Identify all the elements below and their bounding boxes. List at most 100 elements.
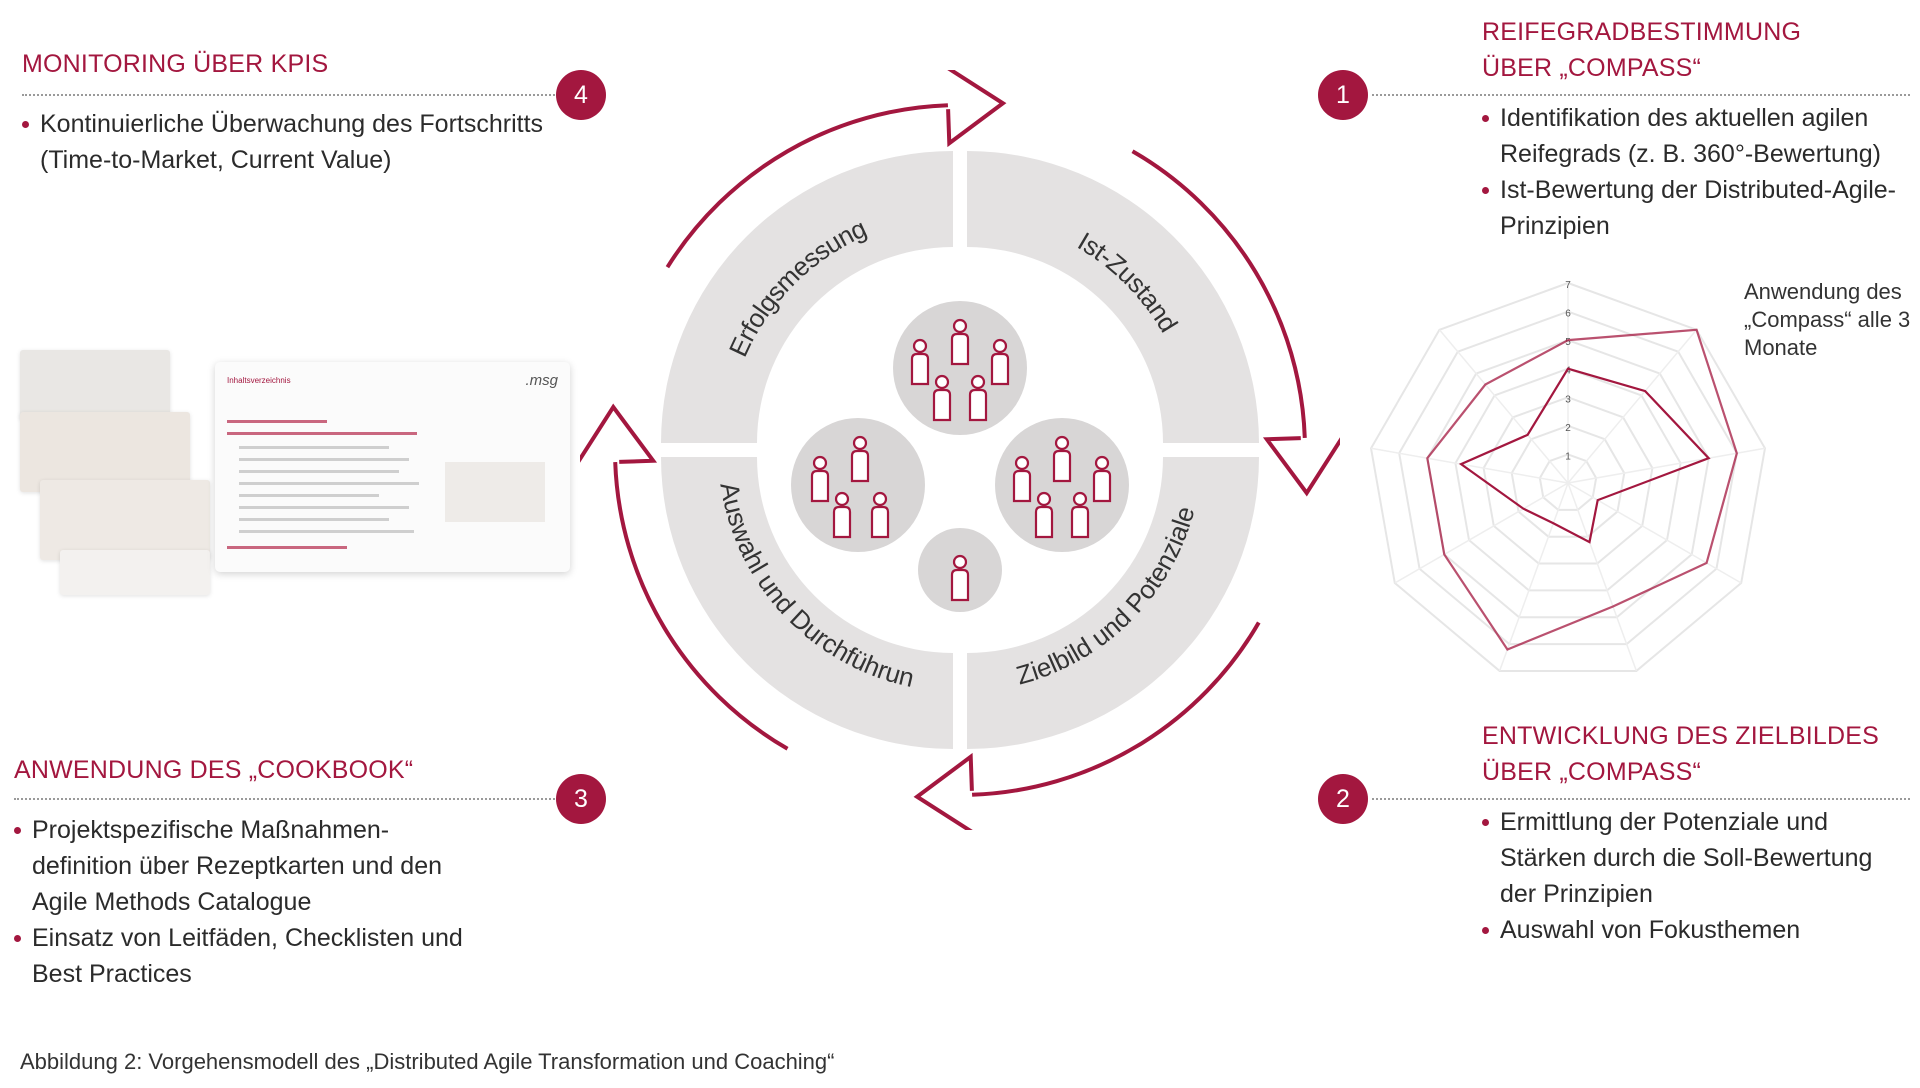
team-circle [995, 418, 1129, 552]
radar-grid-ring [1538, 453, 1598, 511]
cookbook-document-preview: Inhaltsverzeichnis .msg [20, 350, 570, 595]
radar-spoke [1394, 482, 1569, 584]
toc-line [227, 420, 327, 423]
radar-spoke [1567, 329, 1698, 484]
step3-divider [14, 798, 562, 800]
step4-divider [22, 94, 562, 96]
person-body-icon [968, 388, 988, 422]
person-head-icon [872, 491, 888, 507]
step1-badge: 1 [1318, 70, 1368, 120]
step2-bullets: Ermittlung der Potenziale und Stärken du… [1482, 804, 1912, 948]
toc-line [239, 446, 389, 449]
person-head-icon [912, 338, 928, 354]
step1-title: REIFEGRADBESTIMMUNG ÜBER „COMPASS“ [1482, 18, 1802, 82]
person-head-icon [852, 435, 868, 451]
toc-line [239, 458, 409, 461]
person-body-icon [950, 332, 970, 366]
toc-line [239, 494, 379, 497]
radar-grid-ring [1454, 367, 1682, 592]
step3-bullet: Projektspezifische Maßnahmen-definition … [14, 812, 484, 920]
person-body-icon [932, 388, 952, 422]
cycle-arrow-arc [665, 103, 949, 269]
radar-scale-label: 4 [1565, 366, 1571, 377]
radar-target-profile [1426, 328, 1738, 651]
person-head-icon [992, 338, 1008, 354]
person-head-icon [1054, 435, 1070, 451]
step4-title: MONITORING ÜBER KPIS [22, 50, 329, 78]
team-group [995, 418, 1129, 552]
step2-block: ENTWICKLUNG DES ZIELBILDES ÜBER „COMPASS… [1482, 718, 1912, 948]
radar-spoke [1567, 447, 1766, 484]
doc-thumbnail [20, 412, 190, 492]
radar-scale-label: 2 [1565, 423, 1571, 434]
team-group [791, 418, 925, 552]
step1-block: REIFEGRADBESTIMMUNG ÜBER „COMPASS“ Ident… [1482, 14, 1912, 244]
radar-scale-label: 3 [1565, 394, 1571, 405]
team-group [893, 301, 1027, 435]
person-body-icon [870, 505, 890, 539]
person-body-icon [950, 568, 970, 602]
step4-block: MONITORING ÜBER KPIS Kontinuierliche Übe… [22, 46, 562, 178]
person-head-icon [970, 374, 986, 390]
person-body-icon [1052, 449, 1072, 483]
cycle-arrow-arc [1131, 149, 1307, 439]
step4-bullets: Kontinuierliche Überwachung des Fortschr… [22, 106, 562, 178]
person-head-icon [952, 318, 968, 334]
step1-divider [1372, 94, 1910, 96]
radar-grid-ring [1369, 281, 1767, 672]
person-head-icon [1072, 491, 1088, 507]
person-body-icon [1070, 505, 1090, 539]
cycle-arrowhead [1262, 436, 1340, 497]
figure-caption: Abbildung 2: Vorgehensmodell des „Distri… [20, 1049, 835, 1074]
toc-line [239, 506, 409, 509]
step1-bullet: Ist-Bewertung der Distributed-Agile-Prin… [1482, 172, 1912, 244]
doc-contents-page: Inhaltsverzeichnis .msg [215, 362, 570, 572]
step2-badge: 2 [1318, 774, 1368, 824]
step2-divider [1372, 798, 1910, 800]
person-body-icon [850, 449, 870, 483]
step3-bullet: Einsatz von Leitfäden, Checklisten und B… [14, 920, 484, 992]
person-body-icon [832, 505, 852, 539]
doc-thumbnail [20, 350, 170, 420]
radar-spoke [1370, 447, 1569, 484]
msg-logo: .msg [525, 372, 558, 389]
person-body-icon [810, 469, 830, 503]
radar-current-profile [1458, 367, 1711, 544]
radar-scale-label: 1 [1565, 451, 1571, 462]
cycle-segment [967, 457, 1259, 749]
person-body-icon [990, 352, 1010, 386]
radar-grid-ring [1482, 396, 1654, 565]
cycle-arrowhead [946, 70, 1007, 148]
person-head-icon [834, 491, 850, 507]
team-circle [893, 301, 1027, 435]
doc-thumbnail [60, 550, 210, 595]
cycle-arrowhead [580, 403, 658, 464]
person-head-icon [1014, 455, 1030, 471]
radar-scale-label: 7 [1565, 280, 1571, 291]
step2-bullet: Auswahl von Fokusthemen [1482, 912, 1912, 948]
radar-spoke [1438, 329, 1569, 484]
radar-grid-ring [1510, 424, 1626, 538]
person-body-icon [1012, 469, 1032, 503]
step1-bullets: Identifikation des aktuellen agilen Reif… [1482, 100, 1912, 244]
person-head-icon [952, 554, 968, 570]
cycle-segment [661, 457, 953, 749]
team-circle [791, 418, 925, 552]
doc-image [445, 462, 545, 522]
radar-spoke [1567, 482, 1638, 672]
step3-block: ANWENDUNG DES „COOKBOOK“ Projektspezifis… [14, 752, 554, 992]
compass-note: Anwendung des „Compass“ alle 3 Monate [1744, 279, 1911, 360]
radar-spoke [1498, 482, 1569, 672]
cycle-segment [661, 151, 953, 443]
person-head-icon [1094, 455, 1110, 471]
team-group [918, 528, 1002, 612]
toc-line [239, 530, 414, 533]
step1-bullet: Identifikation des aktuellen agilen Reif… [1482, 100, 1912, 172]
step2-bullet: Ermittlung der Potenziale und Stärken du… [1482, 804, 1912, 912]
person-head-icon [812, 455, 828, 471]
person-body-icon [1092, 469, 1112, 503]
radar-grid-ring [1426, 339, 1710, 619]
step3-bullets: Projektspezifische Maßnahmen-definition … [14, 812, 484, 992]
